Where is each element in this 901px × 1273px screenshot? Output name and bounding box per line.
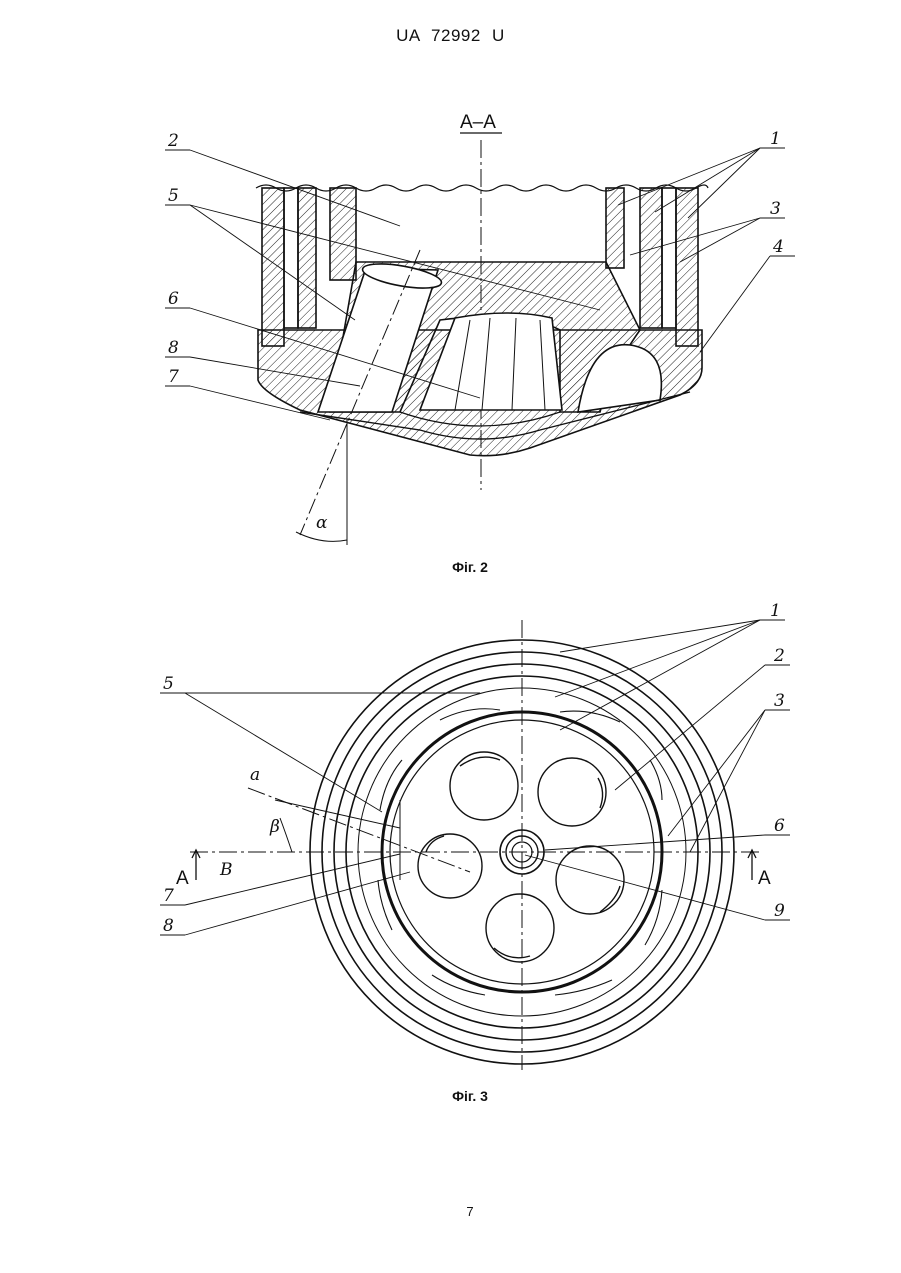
callout-4: 4	[772, 237, 784, 257]
figure-3-top-view: A A B a β 5 7 8	[160, 601, 790, 1070]
figure-2-caption: Фіг. 2	[0, 559, 901, 575]
callout-6-fig3: 6	[774, 816, 785, 836]
b-label: B	[219, 860, 233, 880]
figure-3-right-callouts: 1 2 3 6 9	[770, 601, 785, 921]
angle-alpha-label: α	[316, 513, 328, 533]
dimension-a-label: a	[250, 765, 260, 785]
page-number: 7	[0, 1204, 901, 1219]
section-mark-left: A	[176, 868, 189, 889]
figure-2-left-callouts: 2 5 6 8 7	[167, 131, 179, 387]
callout-1-fig3: 1	[770, 601, 781, 621]
callout-7-fig3: 7	[163, 886, 174, 906]
callout-2: 2	[167, 131, 179, 151]
figure-3-caption: Фіг. 3	[0, 1088, 901, 1104]
callout-8: 8	[168, 338, 179, 358]
callout-6: 6	[168, 289, 179, 309]
callout-3: 3	[770, 199, 781, 219]
callout-5-fig3: 5	[163, 674, 174, 694]
angle-beta-label: β	[269, 817, 280, 837]
figure-3-left-callouts: 5 7 8	[163, 674, 174, 936]
callout-2-fig3: 2	[773, 646, 785, 666]
callout-9-fig3: 9	[774, 901, 785, 921]
section-title: А–А	[460, 112, 496, 133]
section-mark-right: A	[758, 868, 771, 889]
callout-3-fig3: 3	[774, 691, 785, 711]
callout-5: 5	[168, 186, 179, 206]
callout-1: 1	[770, 129, 781, 149]
callout-8-fig3: 8	[163, 916, 174, 936]
figure-2-section-view: А–А α	[165, 112, 795, 545]
callout-7: 7	[168, 367, 179, 387]
